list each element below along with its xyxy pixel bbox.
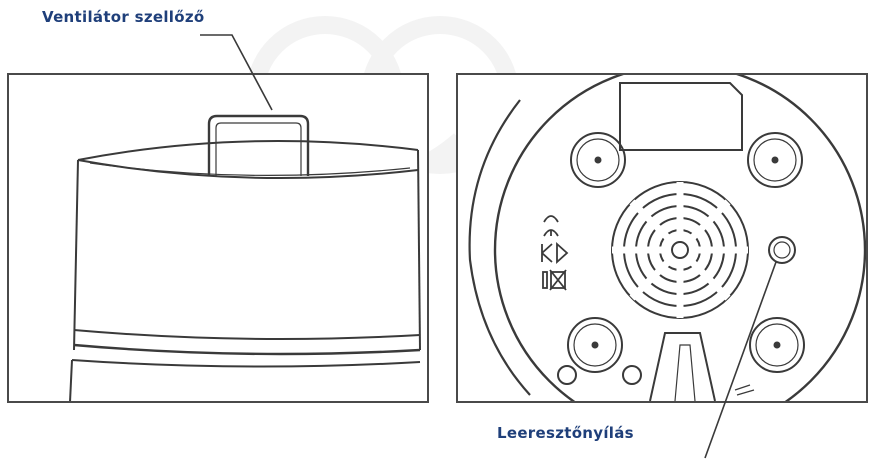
right-panel [456,73,868,459]
drain-label: Leeresztőnyílás [497,424,634,442]
base-disk [493,75,866,401]
drain-hole [768,236,796,264]
vent-tab [207,114,310,176]
left-panel [7,34,429,403]
safety-symbols [541,215,569,291]
drain-leader-line [704,261,777,459]
foot-bottom-left [567,317,623,373]
foot-top-right [747,132,803,188]
vent-leader-line [200,34,273,111]
vent-label: Ventilátor szellőző [42,8,205,26]
foot-bottom-right [749,317,805,373]
fan-grille [611,181,749,319]
foot-top-left [570,132,626,188]
right-panel-frame [456,73,868,403]
left-panel-frame [7,73,429,403]
